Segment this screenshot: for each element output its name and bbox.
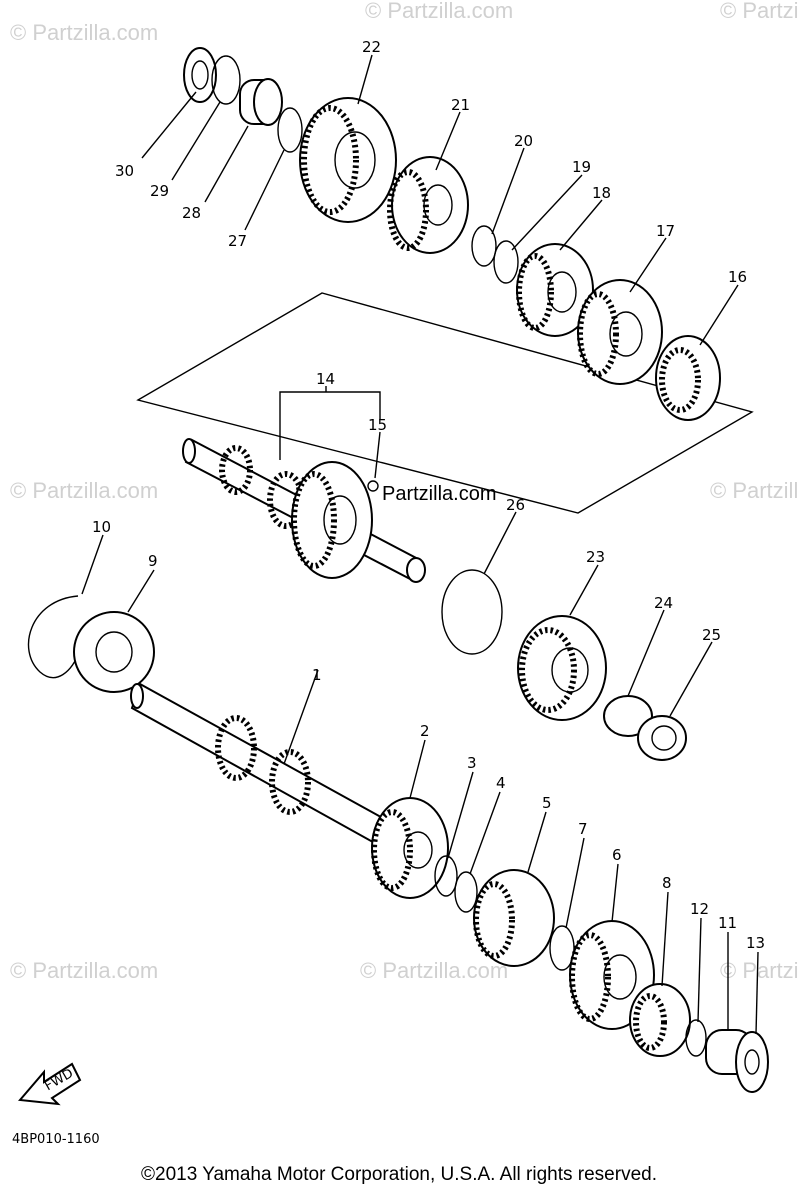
callout-20: 20 — [514, 132, 533, 150]
callout-1: 1 — [312, 666, 322, 684]
callout-3: 3 — [467, 754, 477, 772]
watermark: © Partzilla.com — [10, 958, 158, 983]
part-26-circlip — [441, 569, 503, 655]
callout-17: 17 — [656, 222, 675, 240]
callout-29: 29 — [150, 182, 169, 200]
copyright-notice: ©2013 Yamaha Motor Corporation, U.S.A. A… — [141, 1164, 657, 1185]
callout-5: 5 — [542, 794, 552, 812]
watermark: © Partzilla.com — [10, 478, 158, 503]
part-3-washer — [434, 855, 458, 897]
watermark: © Partzilla.com — [720, 958, 798, 983]
callout-16: 16 — [728, 268, 747, 286]
callout-14: 14 — [316, 370, 335, 388]
part-25-nut — [637, 715, 687, 761]
callout-22: 22 — [362, 38, 381, 56]
assembly-outline — [136, 292, 754, 514]
callout-26: 26 — [506, 496, 525, 514]
callout-23: 23 — [586, 548, 605, 566]
part-29-circlip — [211, 55, 241, 105]
watermark: © Partzilla.com — [360, 958, 508, 983]
part-1-main-axle — [130, 682, 392, 848]
watermark: © Partzilla.com — [10, 20, 158, 45]
callout-24: 24 — [654, 594, 673, 612]
callout-18: 18 — [592, 184, 611, 202]
part-23-sprocket — [517, 615, 607, 721]
callout-4: 4 — [496, 774, 506, 792]
part-19-washer — [493, 240, 519, 284]
diagram-code: 4BP010-1160 — [12, 1132, 100, 1147]
callout-21: 21 — [451, 96, 470, 114]
callout-2: 2 — [420, 722, 430, 740]
callout-30: 30 — [115, 162, 134, 180]
part-17-gear — [577, 279, 663, 385]
secondary-shaft — [182, 438, 426, 583]
part-22-gear — [299, 97, 397, 223]
part-12-washer — [685, 1019, 707, 1057]
part-27-washer — [277, 107, 303, 153]
callout-15: 15 — [368, 416, 387, 434]
part-30-oil-seal — [183, 47, 217, 103]
callout-28: 28 — [182, 204, 201, 222]
center-watermark: Partzilla.com — [382, 483, 496, 505]
watermarks: © Partzilla.com © Partzilla.com © Partzi… — [10, 0, 798, 983]
callouts: 1 2 3 4 5 6 7 8 9 10 11 12 13 14 15 16 1… — [92, 38, 765, 952]
watermark: © Partzilla.com — [710, 478, 798, 503]
main-axle-train — [130, 682, 769, 1093]
part-18-gear — [516, 243, 594, 337]
part-7-circlip — [549, 925, 575, 971]
callout-7: 7 — [578, 820, 588, 838]
callout-8: 8 — [662, 874, 672, 892]
watermark: © Partzilla.com — [365, 0, 513, 23]
callout-9: 9 — [148, 552, 158, 570]
fwd-arrow-icon: FWD — [18, 1062, 82, 1106]
mid-parts — [27, 569, 687, 761]
part-10-circlip — [27, 595, 81, 679]
part-20-circlip — [471, 225, 497, 267]
leader-lines — [81, 54, 759, 1035]
callout-11: 11 — [718, 914, 737, 932]
transmission-exploded-diagram: © Partzilla.com © Partzilla.com © Partzi… — [10, 0, 798, 1147]
part-21-gear — [391, 156, 469, 254]
watermark: © Partzilla.com — [720, 0, 798, 23]
callout-27: 27 — [228, 232, 247, 250]
part-9-bearing — [73, 611, 155, 693]
callout-10: 10 — [92, 518, 111, 536]
callout-13: 13 — [746, 934, 765, 952]
callout-19: 19 — [572, 158, 591, 176]
part-4-circlip — [454, 871, 478, 913]
part-13-plate — [735, 1031, 769, 1093]
callout-6: 6 — [612, 846, 622, 864]
callout-25: 25 — [702, 626, 721, 644]
part-16-gear — [655, 335, 721, 421]
callout-12: 12 — [690, 900, 709, 918]
upper-gear-train — [183, 47, 721, 421]
part-8-gear — [629, 983, 691, 1057]
